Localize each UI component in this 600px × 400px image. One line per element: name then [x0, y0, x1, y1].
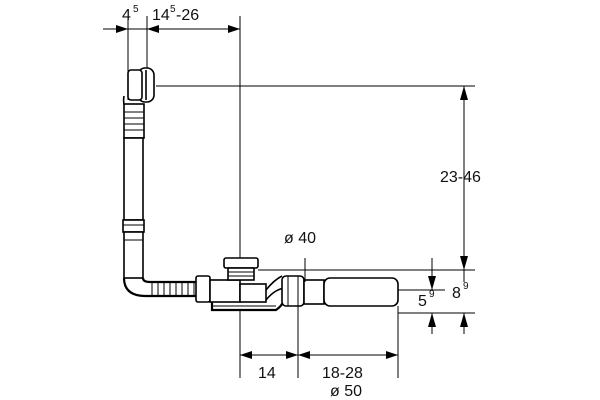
height-dimension: [460, 86, 468, 270]
inlet-diameter-label: ø 40: [284, 230, 316, 247]
depth-large-sup: 9: [463, 281, 469, 292]
top-dimension: [103, 16, 241, 262]
depth-large-base: 8: [452, 285, 461, 302]
offset-top-base: 14: [152, 7, 170, 24]
height-range-label: 23-46: [440, 169, 481, 186]
depth-small-base: 5: [418, 293, 427, 310]
connecting-hose: [122, 277, 200, 298]
overflow-pipe: [122, 103, 145, 279]
offset-left-base: 4: [122, 7, 131, 24]
bottom-left-label: 14: [258, 365, 276, 382]
drain-body: [195, 257, 305, 312]
bottom-right-label: 18-28: [322, 365, 363, 382]
offset-top-sup: 5: [170, 4, 176, 15]
offset-top-rest: -26: [176, 7, 199, 24]
outlet-pipe: [303, 277, 399, 307]
depth-small-sup: 9: [429, 289, 435, 300]
offset-left-sup: 5: [133, 4, 139, 15]
overflow-fitting: [122, 67, 475, 113]
outlet-diameter-label: ø 50: [330, 383, 362, 400]
depth-large-dimension: [460, 270, 468, 334]
reference-lines: [239, 269, 475, 378]
offset-left-label: 4: [122, 7, 131, 24]
bottom-dimension: [240, 351, 398, 359]
depth-small-dimension: [428, 258, 436, 334]
